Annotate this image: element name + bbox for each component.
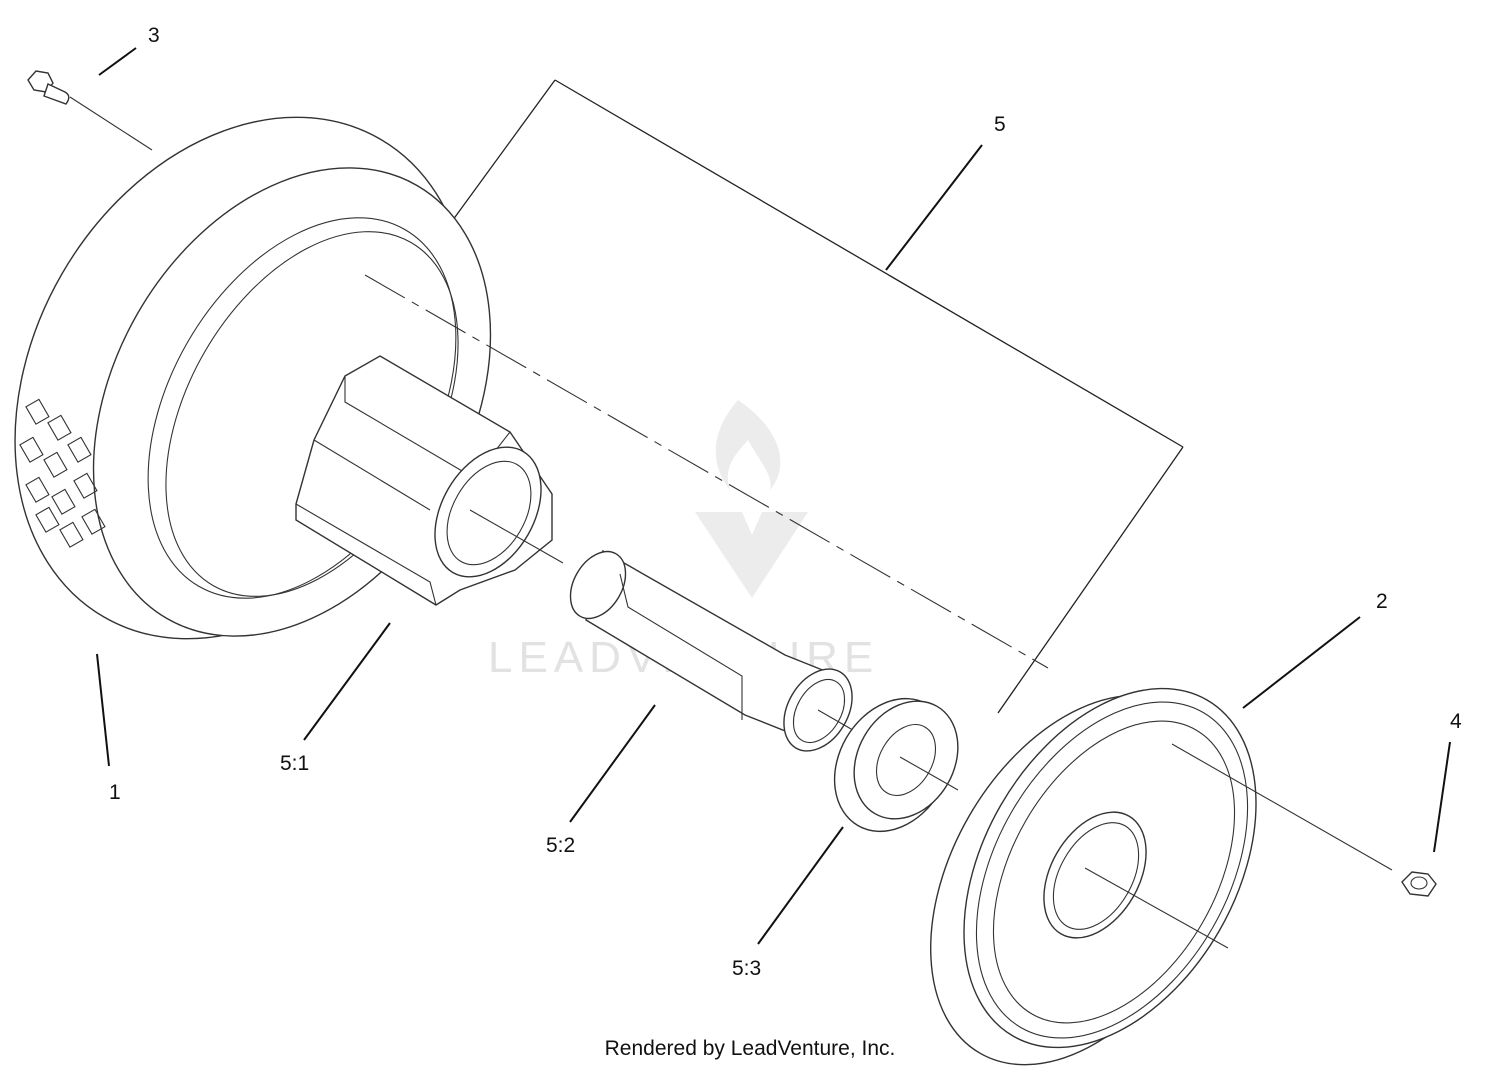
assembly-bracket (384, 79, 1184, 714)
hub-housing (295, 355, 564, 606)
callout-2: 2 (1376, 590, 1388, 613)
callout-5: 5 (994, 113, 1006, 136)
wheel-rim (930, 687, 1393, 1066)
tire-tread-pattern (19, 398, 106, 548)
spacer-shaft (569, 549, 866, 752)
leader-lines (96, 47, 1451, 945)
callout-4: 4 (1450, 710, 1462, 733)
callout-5-3: 5:3 (732, 957, 761, 980)
callout-5-2: 5:2 (546, 834, 575, 857)
callout-3: 3 (148, 24, 160, 47)
tire (14, 116, 492, 640)
center-axis-line (364, 274, 1049, 669)
rendered-by-footer: Rendered by LeadVenture, Inc. (604, 1037, 896, 1060)
callout-labels: 3 1 5 5:1 5:2 5:3 2 4 (109, 24, 1462, 980)
callout-5-1: 5:1 (280, 752, 309, 775)
nut (1401, 871, 1437, 897)
bolt (27, 70, 153, 151)
spacer-washer (833, 697, 959, 833)
callout-1: 1 (109, 781, 121, 804)
